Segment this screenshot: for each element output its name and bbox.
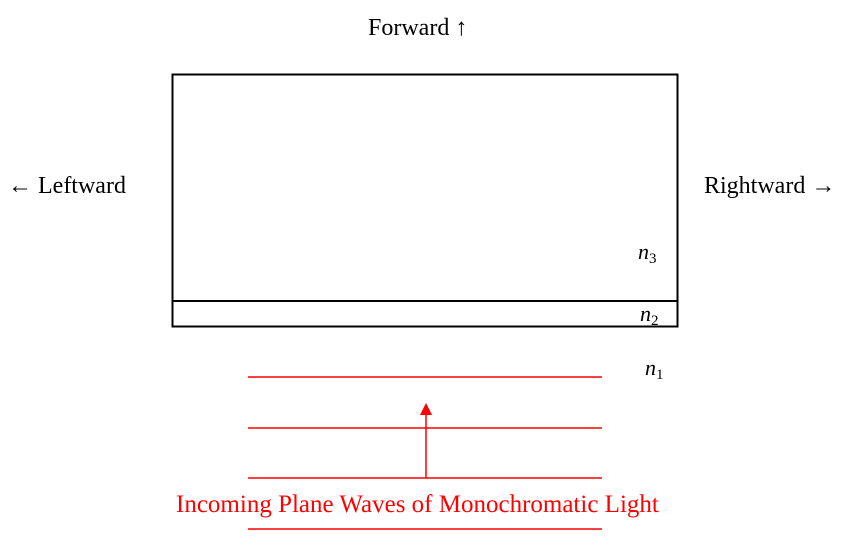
n3-label: n3 — [638, 239, 657, 267]
incoming-light-caption: Incoming Plane Waves of Monochromatic Li… — [176, 491, 659, 518]
propagation-arrow-head-icon — [420, 403, 432, 415]
n2-label: n2 — [640, 301, 659, 329]
medium-block-n3 — [171, 73, 679, 328]
rightward-label: Rightward → — [704, 173, 836, 199]
leftward-label: ← Leftward — [8, 173, 126, 199]
forward-label: Forward ↑ — [368, 15, 468, 41]
n1-label: n1 — [645, 355, 664, 383]
